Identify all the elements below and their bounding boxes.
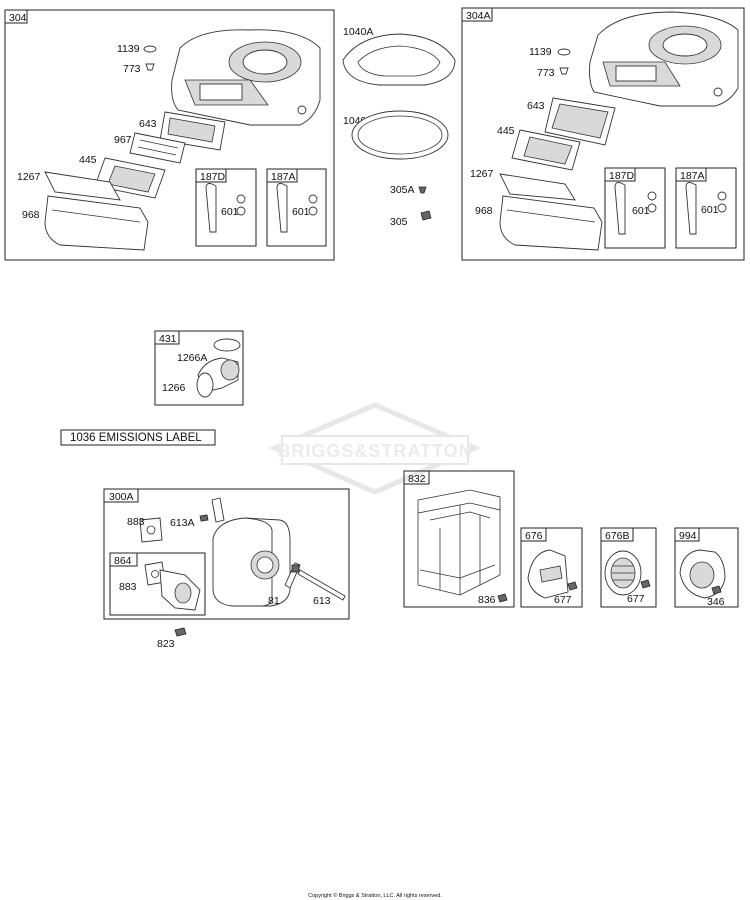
part-label-1040A: 1040A bbox=[343, 26, 373, 38]
washer-1139 bbox=[143, 45, 157, 53]
screw-836 bbox=[497, 593, 508, 603]
sub-187D-label-304A: 187D bbox=[609, 170, 635, 182]
part-label-445: 445 bbox=[79, 154, 97, 166]
part-label-1139: 1139 bbox=[117, 43, 140, 55]
part-label-643-304A: 643 bbox=[527, 100, 545, 112]
sub-864-label: 864 bbox=[114, 555, 132, 567]
stud-613 bbox=[297, 569, 346, 601]
assembly-304: 304 1139 773 643 967 445 1267 bbox=[4, 9, 335, 261]
part-label-601-304A: 601 bbox=[632, 205, 650, 217]
screw-823 bbox=[174, 627, 187, 637]
screw-823-group: 823 bbox=[157, 627, 187, 650]
part-label-613: 613 bbox=[313, 595, 331, 607]
gasket-1267 bbox=[44, 171, 121, 201]
part-label-773: 773 bbox=[123, 63, 141, 75]
part-label-1139-304A: 1139 bbox=[529, 46, 552, 58]
muffler bbox=[211, 497, 291, 607]
part-label-773-304A: 773 bbox=[537, 67, 555, 79]
assembly-994: 994 346 bbox=[674, 527, 739, 608]
part-label-601b-304A: 601 bbox=[701, 204, 719, 216]
emissions-label-text: 1036 EMISSIONS LABEL bbox=[70, 432, 202, 444]
wire-guard-832 bbox=[417, 489, 501, 596]
assembly-676: 676 677 bbox=[520, 527, 583, 608]
screw-613A bbox=[199, 514, 209, 522]
assembly-304A-label: 304A bbox=[466, 10, 491, 22]
part-label-1266: 1266 bbox=[162, 382, 186, 394]
part-label-883-864: 883 bbox=[119, 581, 137, 593]
assembly-304-frame bbox=[4, 9, 335, 261]
assembly-300A: 300A 883 613A 81 613 864 883 bbox=[103, 488, 350, 620]
part-label-81: 81 bbox=[268, 595, 280, 607]
sub-187D-label: 187D bbox=[200, 171, 226, 183]
briggs-stratton-watermark: BRIGGS&STRATTON bbox=[268, 402, 482, 495]
gasket-1267-304A bbox=[499, 173, 576, 201]
assembly-300A-label: 300A bbox=[109, 491, 134, 503]
sub-187A-label-304A: 187A bbox=[680, 170, 705, 182]
part-label-968-304A: 968 bbox=[475, 205, 493, 217]
blower-housing-304A bbox=[589, 11, 739, 107]
part-label-1267-304A: 1267 bbox=[470, 168, 494, 180]
part-label-305: 305 bbox=[390, 216, 408, 228]
part-label-967: 967 bbox=[114, 134, 132, 146]
part-label-823: 823 bbox=[157, 638, 175, 650]
assembly-676-label: 676 bbox=[525, 530, 543, 542]
part-label-968: 968 bbox=[22, 209, 40, 221]
assembly-832-label: 832 bbox=[408, 473, 426, 485]
tube-187D bbox=[205, 183, 217, 233]
sub-187A-label: 187A bbox=[271, 171, 296, 183]
part-label-883: 883 bbox=[127, 516, 145, 528]
part-label-1267: 1267 bbox=[17, 171, 41, 183]
emissions-label: 1036 EMISSIONS LABEL bbox=[60, 429, 216, 446]
part-label-1266A: 1266A bbox=[177, 352, 207, 364]
part-label-643: 643 bbox=[139, 118, 157, 130]
assembly-832: 832 836 bbox=[403, 470, 515, 608]
screw-305A bbox=[418, 186, 427, 194]
cover-968-304A bbox=[499, 195, 603, 251]
screw-773 bbox=[145, 63, 155, 71]
blower-housing bbox=[171, 29, 321, 126]
assembly-431: 431 1266A 1266 bbox=[154, 330, 244, 406]
part-label-601b: 601 bbox=[292, 206, 310, 218]
cover-968 bbox=[44, 195, 149, 251]
assembly-304A: 304A 1139 773 643 445 1267 968 187D 601 bbox=[461, 7, 745, 261]
svg-text:BRIGGS&STRATTON: BRIGGS&STRATTON bbox=[277, 441, 472, 461]
part-label-445-304A: 445 bbox=[497, 125, 515, 137]
part-label-836: 836 bbox=[478, 594, 496, 606]
loose-parts-center: 1040A 1040 305A 305 bbox=[342, 26, 456, 228]
gasket-1266 bbox=[196, 372, 214, 398]
assembly-431-label: 431 bbox=[159, 333, 177, 345]
copyright-text: Copyright © Briggs & Stratton, LLC. All … bbox=[308, 892, 442, 899]
assembly-676B: 676B 677 bbox=[600, 527, 657, 608]
gasket-1040A bbox=[342, 33, 456, 86]
clip-601 bbox=[236, 194, 246, 204]
assembly-304-label-box bbox=[4, 9, 28, 24]
tube-187A bbox=[276, 183, 288, 233]
assembly-676B-label: 676B bbox=[605, 530, 630, 542]
part-label-346: 346 bbox=[707, 596, 725, 608]
assembly-304-label: 304 bbox=[9, 12, 27, 24]
assembly-304A-frame bbox=[461, 7, 745, 261]
screw-305 bbox=[420, 210, 432, 221]
part-label-677-676B: 677 bbox=[627, 593, 645, 605]
part-label-601: 601 bbox=[221, 206, 239, 218]
assembly-994-label: 994 bbox=[679, 530, 697, 542]
oring-1266A bbox=[213, 338, 241, 352]
part-label-677: 677 bbox=[554, 594, 572, 606]
part-label-305A: 305A bbox=[390, 184, 415, 196]
part-label-613A: 613A bbox=[170, 517, 195, 529]
